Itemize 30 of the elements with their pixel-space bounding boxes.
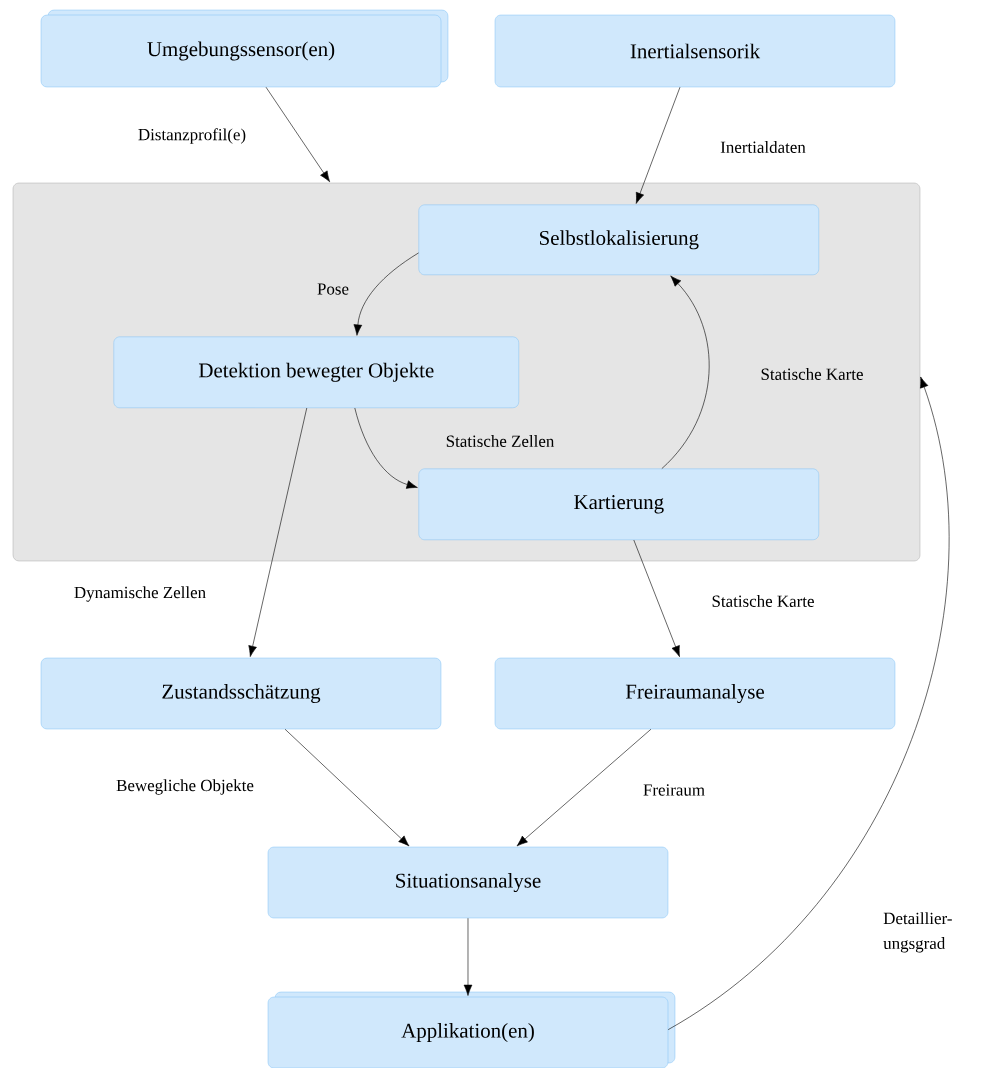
stacked-process-box: Applikation(en) xyxy=(267,991,676,1068)
process-box: Selbstlokalisierung xyxy=(418,204,819,275)
edge-label: Statische Zellen xyxy=(446,435,555,447)
edge-label: Statische Karte xyxy=(761,368,863,380)
arrow xyxy=(516,728,652,847)
process-box: Situationsanalyse xyxy=(267,846,669,919)
arrow xyxy=(667,376,950,1030)
arrow xyxy=(248,407,308,657)
edge-label: Bewegliche Objekte xyxy=(116,779,254,795)
arrow xyxy=(354,407,418,489)
arrow xyxy=(353,252,419,336)
edge-label: Statische Karte xyxy=(712,595,814,607)
arrow xyxy=(284,728,410,847)
edge-label: Inertialdaten xyxy=(720,141,806,153)
arrow xyxy=(635,86,681,204)
edge-label: Detaillier- ungsgrad xyxy=(883,912,952,953)
arrow xyxy=(661,275,710,469)
edge-label: Pose xyxy=(317,283,349,295)
arrow xyxy=(633,539,680,657)
process-box: Zustandsschätzung xyxy=(40,657,442,730)
edge-label: Distanzprofil(e) xyxy=(138,128,246,144)
process-box: Kartierung xyxy=(418,468,819,540)
process-box: Detektion bewegter Objekte xyxy=(113,336,519,408)
process-box: Freiraumanalyse xyxy=(494,657,896,730)
arrow xyxy=(463,917,473,996)
edge-label: Freiraum xyxy=(643,784,705,796)
process-box: Inertialsensorik xyxy=(494,14,896,88)
stacked-process-box: Umgebungssensor(en) xyxy=(40,9,449,88)
arrow xyxy=(265,86,330,183)
edge-label: Dynamische Zellen xyxy=(74,586,206,602)
